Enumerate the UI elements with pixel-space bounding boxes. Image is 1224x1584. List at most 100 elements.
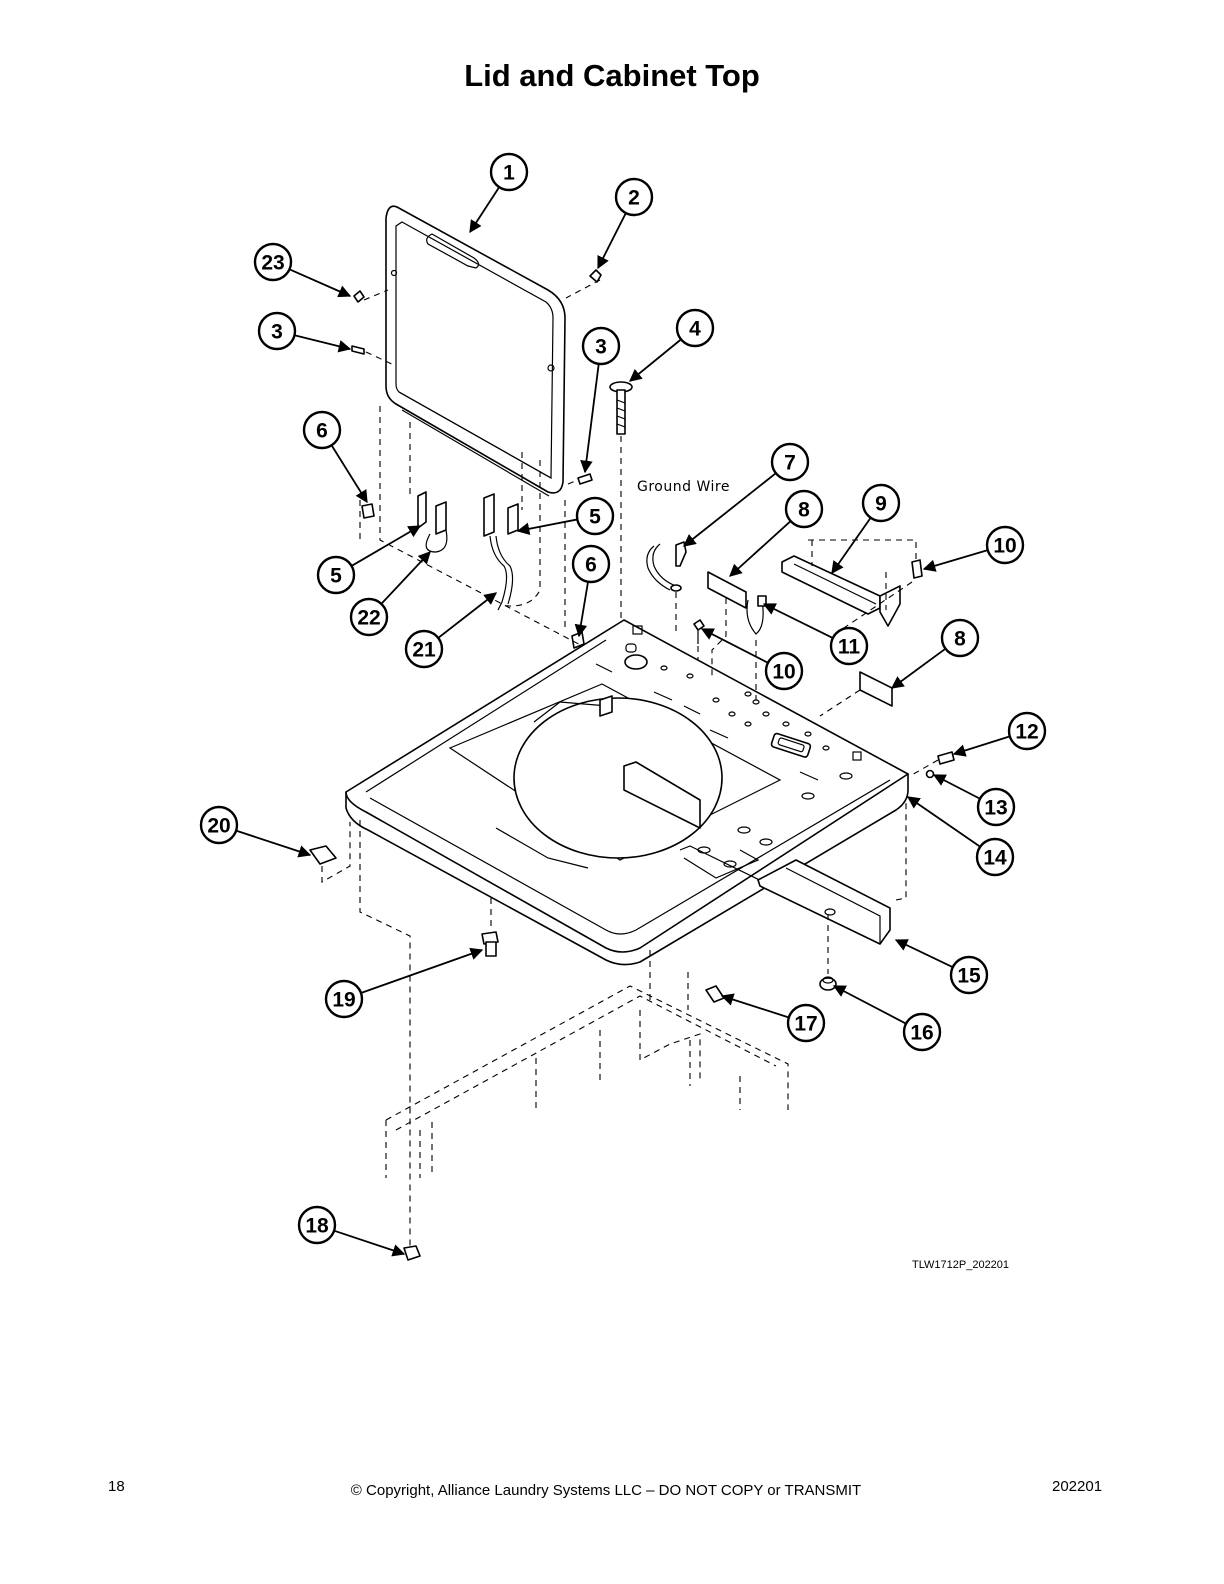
callout-c5a: 5 — [575, 496, 615, 536]
callout-circle — [489, 152, 529, 192]
callout-circle — [985, 525, 1025, 565]
callout-c12: 12 — [1007, 711, 1047, 751]
callout-circle — [975, 837, 1015, 877]
callout-number: 22 — [357, 607, 380, 630]
callout-number: 13 — [984, 797, 1007, 820]
callout-circle — [764, 651, 804, 691]
callout-c18: 18 — [297, 1205, 337, 1245]
callout-number: 19 — [332, 989, 355, 1012]
leader-c8a — [729, 520, 792, 577]
callout-c1: 1 — [489, 152, 529, 192]
callout-circle — [349, 597, 389, 637]
callout-c7: 7 — [770, 442, 810, 482]
callout-c22: 22 — [349, 597, 389, 637]
callout-number: 15 — [957, 965, 981, 988]
callout-number: 10 — [993, 535, 1016, 558]
callout-circle — [404, 629, 444, 669]
callout-c13: 13 — [976, 787, 1016, 827]
leader-c12 — [952, 735, 1011, 757]
callout-c6a: 6 — [302, 410, 342, 450]
leader-c3b — [580, 363, 600, 474]
callout-number: 1 — [503, 162, 515, 185]
leader-c6a — [330, 444, 368, 504]
lid-fasteners — [351, 269, 602, 485]
callout-c6b: 6 — [571, 544, 611, 584]
callout-number: 17 — [794, 1013, 817, 1036]
callout-number: 21 — [412, 639, 436, 662]
copyright-notice: © Copyright, Alliance Laundry Systems LL… — [350, 1482, 862, 1499]
callout-circle — [770, 442, 810, 482]
callout-number: 4 — [689, 318, 701, 341]
callout-circle — [949, 955, 989, 995]
leader-c11 — [762, 603, 834, 639]
leader-c19 — [360, 947, 484, 994]
leader-c9 — [831, 517, 872, 575]
leader-c13 — [932, 774, 981, 800]
callout-circle — [902, 1012, 942, 1052]
leader-c17 — [720, 993, 790, 1019]
callout-c3a: 3 — [257, 311, 297, 351]
callout-c4: 4 — [675, 308, 715, 348]
callout-number: 11 — [838, 636, 861, 659]
callout-circle — [940, 618, 980, 658]
leader-c23 — [289, 268, 352, 298]
callout-number: 20 — [207, 815, 230, 838]
callout-circle — [253, 242, 293, 282]
hex-nut — [403, 1245, 421, 1261]
cabinet-base-phantom — [359, 820, 789, 1250]
side-screws — [909, 751, 955, 779]
leader-c10a — [922, 549, 988, 572]
callout-c16: 16 — [902, 1012, 942, 1052]
leader-c21 — [437, 592, 497, 639]
callout-circle — [297, 1205, 337, 1245]
callout-number: 5 — [330, 565, 342, 588]
revision-code: 202201 — [1052, 1478, 1103, 1495]
callout-c14: 14 — [975, 837, 1015, 877]
callout-c19: 19 — [324, 979, 364, 1019]
callout-c9: 9 — [861, 483, 901, 523]
callout-c20: 20 — [199, 805, 239, 845]
leader-c7 — [683, 472, 777, 547]
callout-number: 3 — [271, 321, 283, 344]
leader-c2 — [597, 212, 627, 270]
callout-circle — [257, 311, 297, 351]
leader-c18 — [333, 1229, 406, 1257]
hinge-assemblies — [359, 406, 591, 651]
callout-circle — [784, 489, 824, 529]
control-area-parts — [646, 539, 923, 717]
callout-number: 8 — [954, 628, 966, 651]
callout-c10b: 10 — [764, 651, 804, 691]
push-rivet — [481, 898, 499, 957]
leader-arrows — [235, 186, 1011, 1257]
callout-circle — [581, 326, 621, 366]
callout-c17: 17 — [786, 1003, 826, 1043]
callout-circle — [575, 496, 615, 536]
callout-circle — [1007, 711, 1047, 751]
callout-number: 2 — [628, 187, 640, 210]
callout-circle — [571, 544, 611, 584]
leader-c14 — [906, 796, 981, 848]
rear-channel-bracket — [757, 800, 907, 945]
callout-circle — [861, 483, 901, 523]
callout-number: 23 — [261, 252, 284, 275]
callout-circle — [614, 177, 654, 217]
leader-c15 — [894, 939, 954, 969]
callout-circle — [302, 410, 342, 450]
lid-frame — [385, 205, 566, 497]
callout-circle — [199, 805, 239, 845]
leader-c5b — [351, 525, 422, 567]
callout-number: 10 — [772, 661, 795, 684]
callout-circle — [829, 626, 869, 666]
clip — [309, 822, 351, 883]
callout-number: 16 — [910, 1022, 933, 1045]
callout-c15: 15 — [949, 955, 989, 995]
callout-c10a: 10 — [985, 525, 1025, 565]
ground-wire-label: Ground Wire — [637, 479, 730, 495]
callout-number: 7 — [784, 452, 796, 475]
callout-circle — [976, 787, 1016, 827]
page-number: 18 — [108, 1478, 125, 1495]
callout-number: 14 — [983, 847, 1007, 870]
callout-c5b: 5 — [316, 555, 356, 595]
